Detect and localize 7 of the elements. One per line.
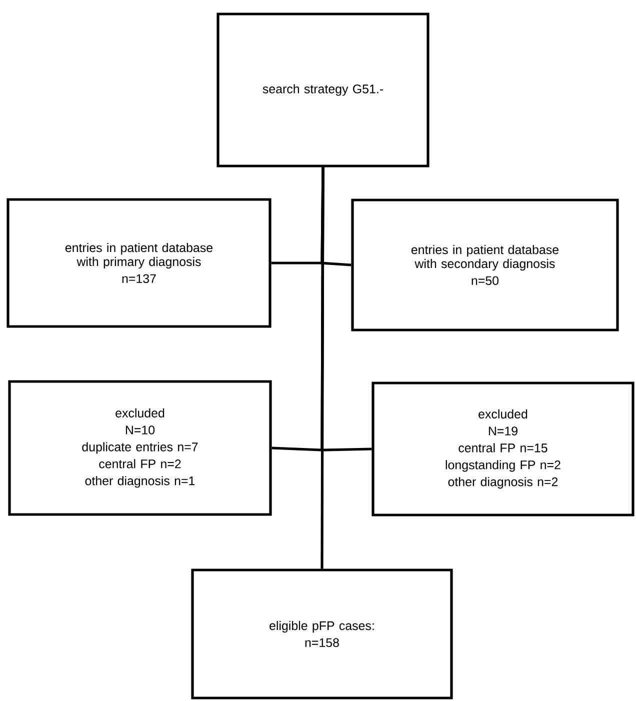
- process-box: eligible pFP cases: n=158: [191, 568, 453, 700]
- process-box: excluded N=19 central FP n=15 longstanding FP n=2 other diagnosis n=2: [372, 382, 634, 516]
- connector-line: [320, 167, 324, 569]
- process-box: search strategy G51.-: [216, 12, 430, 168]
- process-box: entries in patient database with primary diagnosis n=137: [6, 198, 272, 328]
- process-box: entries in patient database with secondary diagnosis n=50: [351, 198, 619, 332]
- process-box: excluded N=10 duplicate entries n=7 central FP n=2 other diagnosis n=1: [8, 380, 272, 516]
